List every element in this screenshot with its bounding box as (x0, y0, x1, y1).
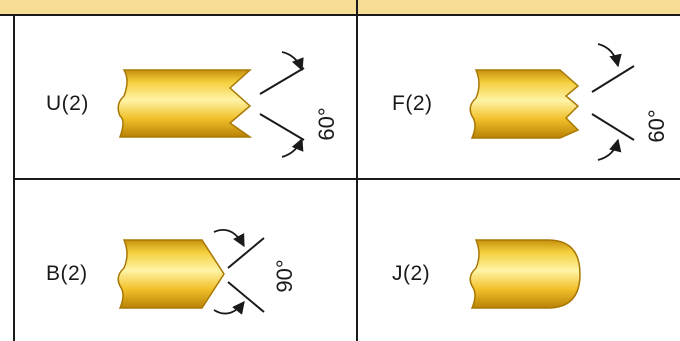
tip-label-u2: U(2) (46, 92, 89, 115)
angle-arrow-bottom-b2 (213, 301, 245, 315)
probe-body-b2 (117, 239, 225, 309)
angle-arrow-top-f2 (597, 43, 622, 68)
tip-drawing-b2: 90° (117, 228, 297, 315)
grid-border-left (13, 14, 15, 341)
angle-arrow-top-b2 (213, 228, 245, 248)
angle-label-u2: 60° (314, 107, 339, 140)
tip-label-f2: F(2) (392, 92, 433, 115)
angle-arrow-bottom-f2 (597, 138, 622, 161)
angle-line-bottom-u2 (259, 113, 305, 141)
angle-label-b2: 90° (272, 259, 297, 292)
tip-drawing-f2: 60° (469, 43, 669, 161)
tip-label-j2: J(2) (392, 262, 431, 285)
grid-border-row (13, 178, 680, 180)
angle-line-bottom-b2 (227, 281, 265, 313)
angle-line-top-f2 (591, 65, 635, 93)
header-divider (356, 0, 358, 14)
angle-arrow-bottom-u2 (281, 137, 304, 158)
tip-drawing-u2: 60° (117, 51, 339, 158)
angle-line-top-b2 (227, 237, 265, 269)
tip-label-b2: B(2) (46, 262, 88, 285)
tip-drawing-j2 (469, 239, 581, 309)
grid-border-middle (356, 14, 358, 341)
header-band (0, 0, 680, 16)
probe-body-f2 (469, 69, 580, 139)
probe-body-j2 (469, 239, 581, 309)
angle-line-top-u2 (259, 67, 305, 95)
angle-line-bottom-f2 (591, 113, 635, 141)
angle-arrow-top-u2 (281, 51, 304, 72)
probe-body-u2 (117, 69, 253, 138)
angle-label-f2: 60° (644, 109, 669, 142)
